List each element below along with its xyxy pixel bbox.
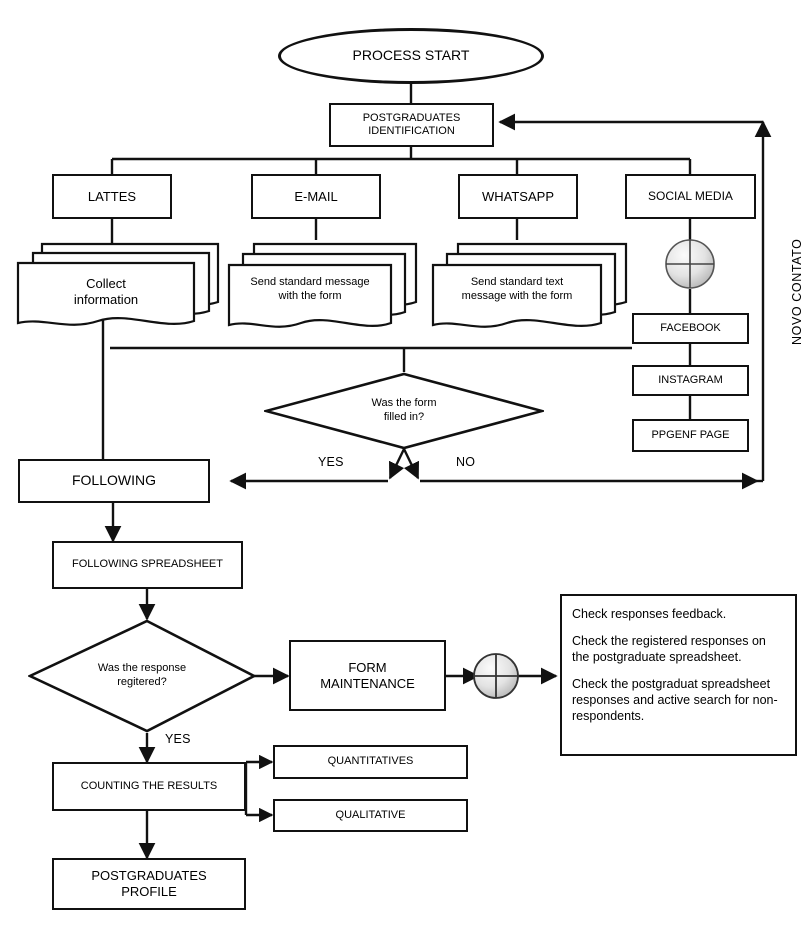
form-maintenance-box: FORM MAINTENANCE — [289, 640, 446, 711]
social-label-facebook: FACEBOOK — [660, 321, 721, 334]
summing-junction-maintenance — [473, 653, 519, 699]
decision-response-registered-label: Was the response regitered? — [97, 662, 187, 689]
document-stack-email: Send standard message with the form — [224, 240, 420, 332]
postgraduates-profile-label: POSTGRADUATES PROFILE — [91, 868, 207, 899]
channel-box-lattes: LATTES — [52, 174, 172, 219]
checks-notes-panel: Check responses feedback. Check the regi… — [560, 594, 797, 756]
social-label-ppgenf: PPGENF PAGE — [651, 428, 730, 441]
counting-results-label: COUNTING THE RESULTS — [80, 779, 218, 792]
counting-results-box: COUNTING THE RESULTS — [52, 762, 246, 811]
channel-label-whatsapp: WHATSAPP — [482, 188, 554, 204]
decision-form-filled: Was the form filled in? — [264, 372, 544, 450]
document-label-lattes: Collect information — [73, 276, 139, 308]
following-box: FOLLOWING — [18, 459, 210, 503]
social-box-instagram: INSTAGRAM — [632, 365, 749, 396]
postgraduates-identification-box: POSTGRADUATES IDENTIFICATION — [329, 103, 494, 147]
decision-form-yes-label: YES — [318, 455, 344, 469]
document-stack-lattes: Collect information — [12, 240, 224, 330]
quantitatives-label: QUANTITATIVES — [327, 755, 414, 768]
following-spreadsheet-box: FOLLOWING SPREADSHEET — [52, 541, 243, 589]
decision-form-filled-label: Was the form filled in? — [371, 397, 437, 424]
channel-box-social-media: SOCIAL MEDIA — [625, 174, 756, 219]
channel-label-social-media: SOCIAL MEDIA — [648, 189, 733, 204]
quantitatives-box: QUANTITATIVES — [273, 745, 468, 779]
note-line-1: Check responses feedback. — [572, 607, 727, 621]
document-label-email: Send standard message with the form — [250, 276, 370, 302]
document-stack-whatsapp: Send standard text message with the form — [428, 240, 632, 332]
note-line-3: Check the postgraduat spreadsheet respon… — [572, 677, 778, 723]
process-start-terminator: PROCESS START — [278, 28, 544, 84]
document-label-whatsapp: Send standard text message with the form — [461, 276, 573, 302]
note-line-2: Check the registered responses on the po… — [572, 634, 766, 664]
social-box-facebook: FACEBOOK — [632, 313, 749, 344]
postgraduates-identification-label: POSTGRADUATES IDENTIFICATION — [362, 111, 461, 137]
social-label-instagram: INSTAGRAM — [658, 373, 723, 386]
channel-box-whatsapp: WHATSAPP — [458, 174, 578, 219]
following-label: FOLLOWING — [71, 472, 156, 489]
summing-junction-social — [665, 239, 715, 289]
decision-response-registered: Was the response regitered? — [28, 619, 256, 733]
process-start-label: PROCESS START — [352, 47, 470, 64]
decision-form-no-label: NO — [456, 455, 476, 469]
form-maintenance-label: FORM MAINTENANCE — [320, 659, 415, 691]
channel-box-email: E-MAIL — [251, 174, 381, 219]
social-box-ppgenf: PPGENF PAGE — [632, 419, 749, 452]
novo-contato-loop-label: NOVO CONTATO — [790, 238, 804, 345]
postgraduates-profile-box: POSTGRADUATES PROFILE — [52, 858, 246, 910]
qualitative-box: QUALITATIVE — [273, 799, 468, 832]
channel-label-email: E-MAIL — [294, 188, 338, 204]
qualitative-label: QUALITATIVE — [335, 808, 406, 821]
channel-label-lattes: LATTES — [87, 188, 137, 204]
decision-response-yes-label: YES — [165, 732, 191, 746]
following-spreadsheet-label: FOLLOWING SPREADSHEET — [72, 558, 223, 571]
